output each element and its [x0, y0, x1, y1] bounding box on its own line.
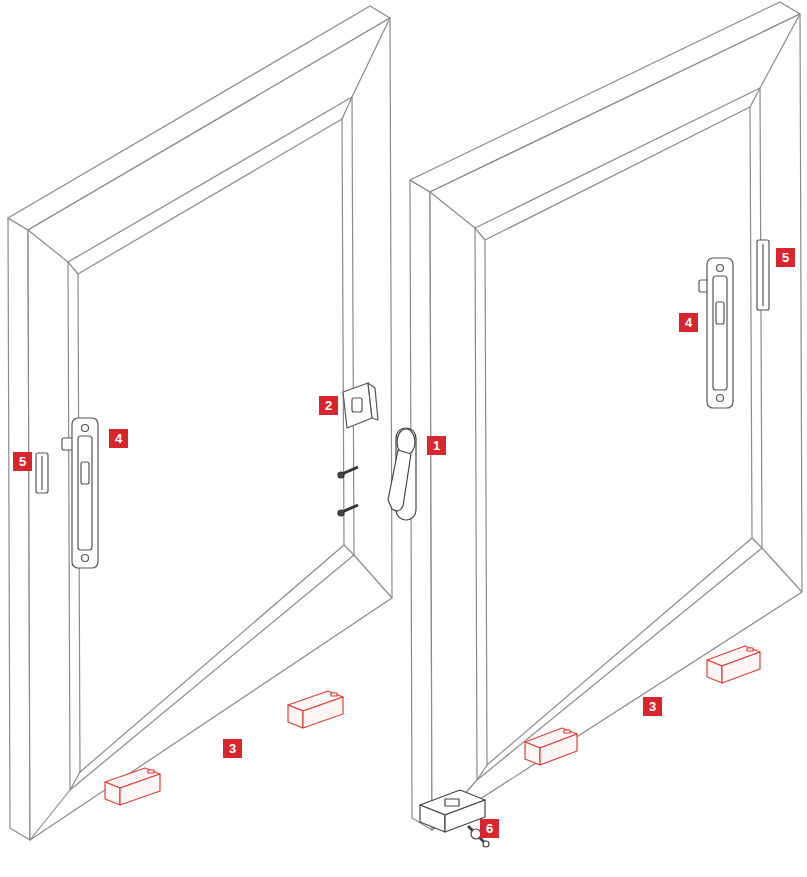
callout-number: 3 [643, 697, 662, 716]
clip [420, 790, 489, 847]
left-sash-frame [8, 6, 392, 840]
window-handle [388, 428, 416, 520]
callout-number: 5 [776, 248, 795, 267]
right-sash-frame [410, 2, 802, 830]
callout-number: 4 [679, 313, 698, 332]
locking-plate [62, 258, 733, 568]
callout-number: 2 [319, 396, 338, 415]
screws [338, 467, 358, 516]
callout-number: 5 [13, 452, 32, 471]
callout-number: 6 [480, 819, 499, 838]
setting-block [105, 646, 760, 805]
callout-number: 1 [427, 436, 446, 455]
handle-counter-plate [343, 383, 378, 428]
callout-number: 3 [223, 739, 242, 758]
callout-number: 4 [109, 429, 128, 448]
